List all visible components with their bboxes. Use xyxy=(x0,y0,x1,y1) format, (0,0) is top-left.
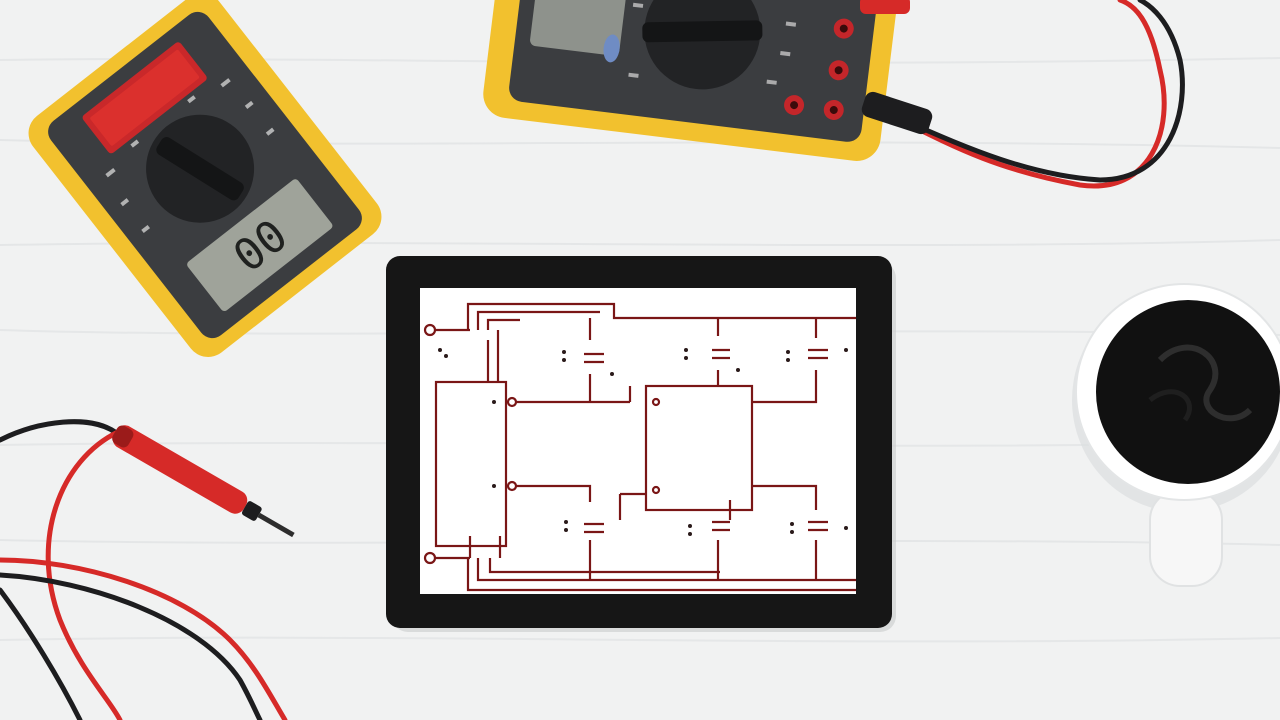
multimeter-left: 00 xyxy=(28,0,382,357)
tablet xyxy=(386,256,896,632)
test-probe xyxy=(112,425,295,538)
multimeter-top xyxy=(483,0,900,161)
coffee-cup-handle xyxy=(1149,489,1223,587)
test-probe-grip xyxy=(242,501,262,521)
test-probe-handle xyxy=(112,425,248,514)
probe-leads xyxy=(0,419,288,720)
coffee-cup xyxy=(1072,283,1280,587)
coffee-steam xyxy=(1157,344,1253,422)
coffee-cup-coffee xyxy=(1096,300,1280,484)
multimeter-top-button xyxy=(603,34,620,63)
multimeter-top-jacks xyxy=(784,18,854,120)
multimeter-top-display xyxy=(530,0,632,56)
top-lead-plug xyxy=(861,91,933,135)
multimeter-left-lcd xyxy=(187,179,333,312)
test-probe-tip xyxy=(257,512,295,538)
schematic-labels xyxy=(438,348,848,536)
multimeter-top-markings xyxy=(628,2,797,85)
schematic-block-right xyxy=(644,384,754,512)
multimeter-left-markings xyxy=(105,78,275,234)
multimeter-left-dial-knob xyxy=(156,137,244,201)
circuit-schematic xyxy=(423,302,856,592)
top-test-leads xyxy=(860,0,1185,189)
multimeter-top-dial-knob xyxy=(642,20,763,43)
tablet-screen xyxy=(420,288,856,594)
